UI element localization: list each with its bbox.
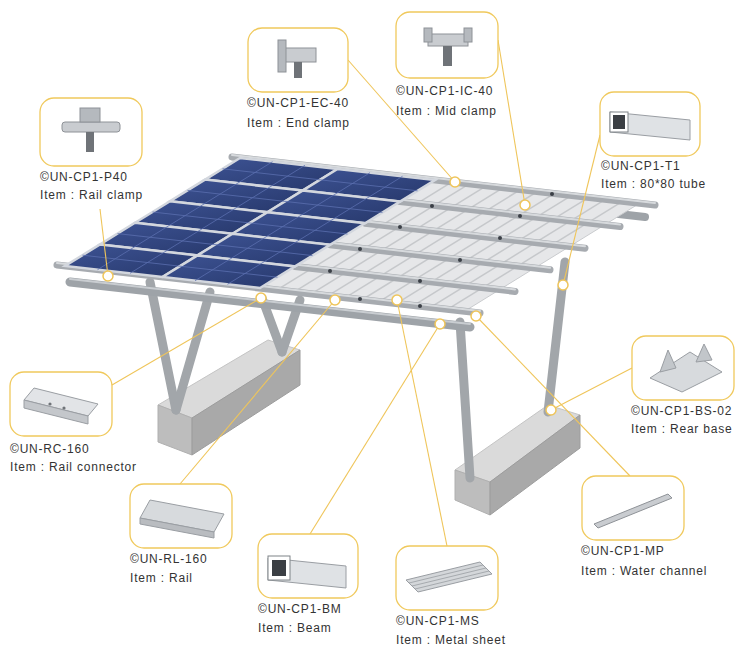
end-clamp-icon — [278, 40, 316, 78]
rail-icon — [140, 500, 224, 538]
rear-base-icon — [650, 344, 722, 392]
leader-line — [100, 40, 632, 546]
part-name: Item : 80*80 tube — [601, 177, 706, 192]
part-name: Item : Water channel — [581, 564, 707, 579]
rail-connector-icon — [24, 388, 98, 424]
part-name: Item : Rear base — [631, 422, 733, 437]
rail-clamp-icon — [62, 108, 120, 152]
part-name: Item : Rail connector — [10, 460, 137, 475]
part-code: ©UN-CP1-BS-02 — [631, 404, 732, 419]
part-name: Item : Rail — [130, 571, 193, 586]
tube-icon — [610, 112, 690, 140]
part-name: Item : Rail clamp — [40, 188, 143, 203]
callout-box — [10, 12, 734, 610]
part-code: ©UN-CP1-MP — [581, 544, 665, 559]
part-code: ©UN-CP1-EC-40 — [247, 96, 349, 111]
part-code: ©UN-CP1-P40 — [40, 170, 128, 185]
part-code: ©UN-CP1-T1 — [601, 159, 681, 174]
part-name: Item : Beam — [258, 621, 332, 636]
part-name: Item : Mid clamp — [396, 104, 497, 119]
part-code: ©UN-CP1-MS — [396, 614, 480, 629]
part-name: Item : Metal sheet — [396, 633, 506, 648]
metal-sheet-icon — [406, 562, 492, 592]
callout-marker — [103, 177, 568, 415]
part-code: ©UN-CP1-BM — [258, 602, 342, 617]
part-name: Item : End clamp — [247, 116, 350, 131]
rail — [57, 155, 655, 313]
part-code: ©UN-CP1-IC-40 — [396, 84, 493, 99]
beam-icon — [268, 556, 346, 588]
part-code: ©UN-RC-160 — [10, 442, 90, 457]
solar-cell-grid — [83, 162, 418, 285]
mid-clamp-icon — [424, 28, 472, 66]
part-code: ©UN-RL-160 — [130, 552, 208, 567]
water-channel-icon — [594, 494, 672, 528]
